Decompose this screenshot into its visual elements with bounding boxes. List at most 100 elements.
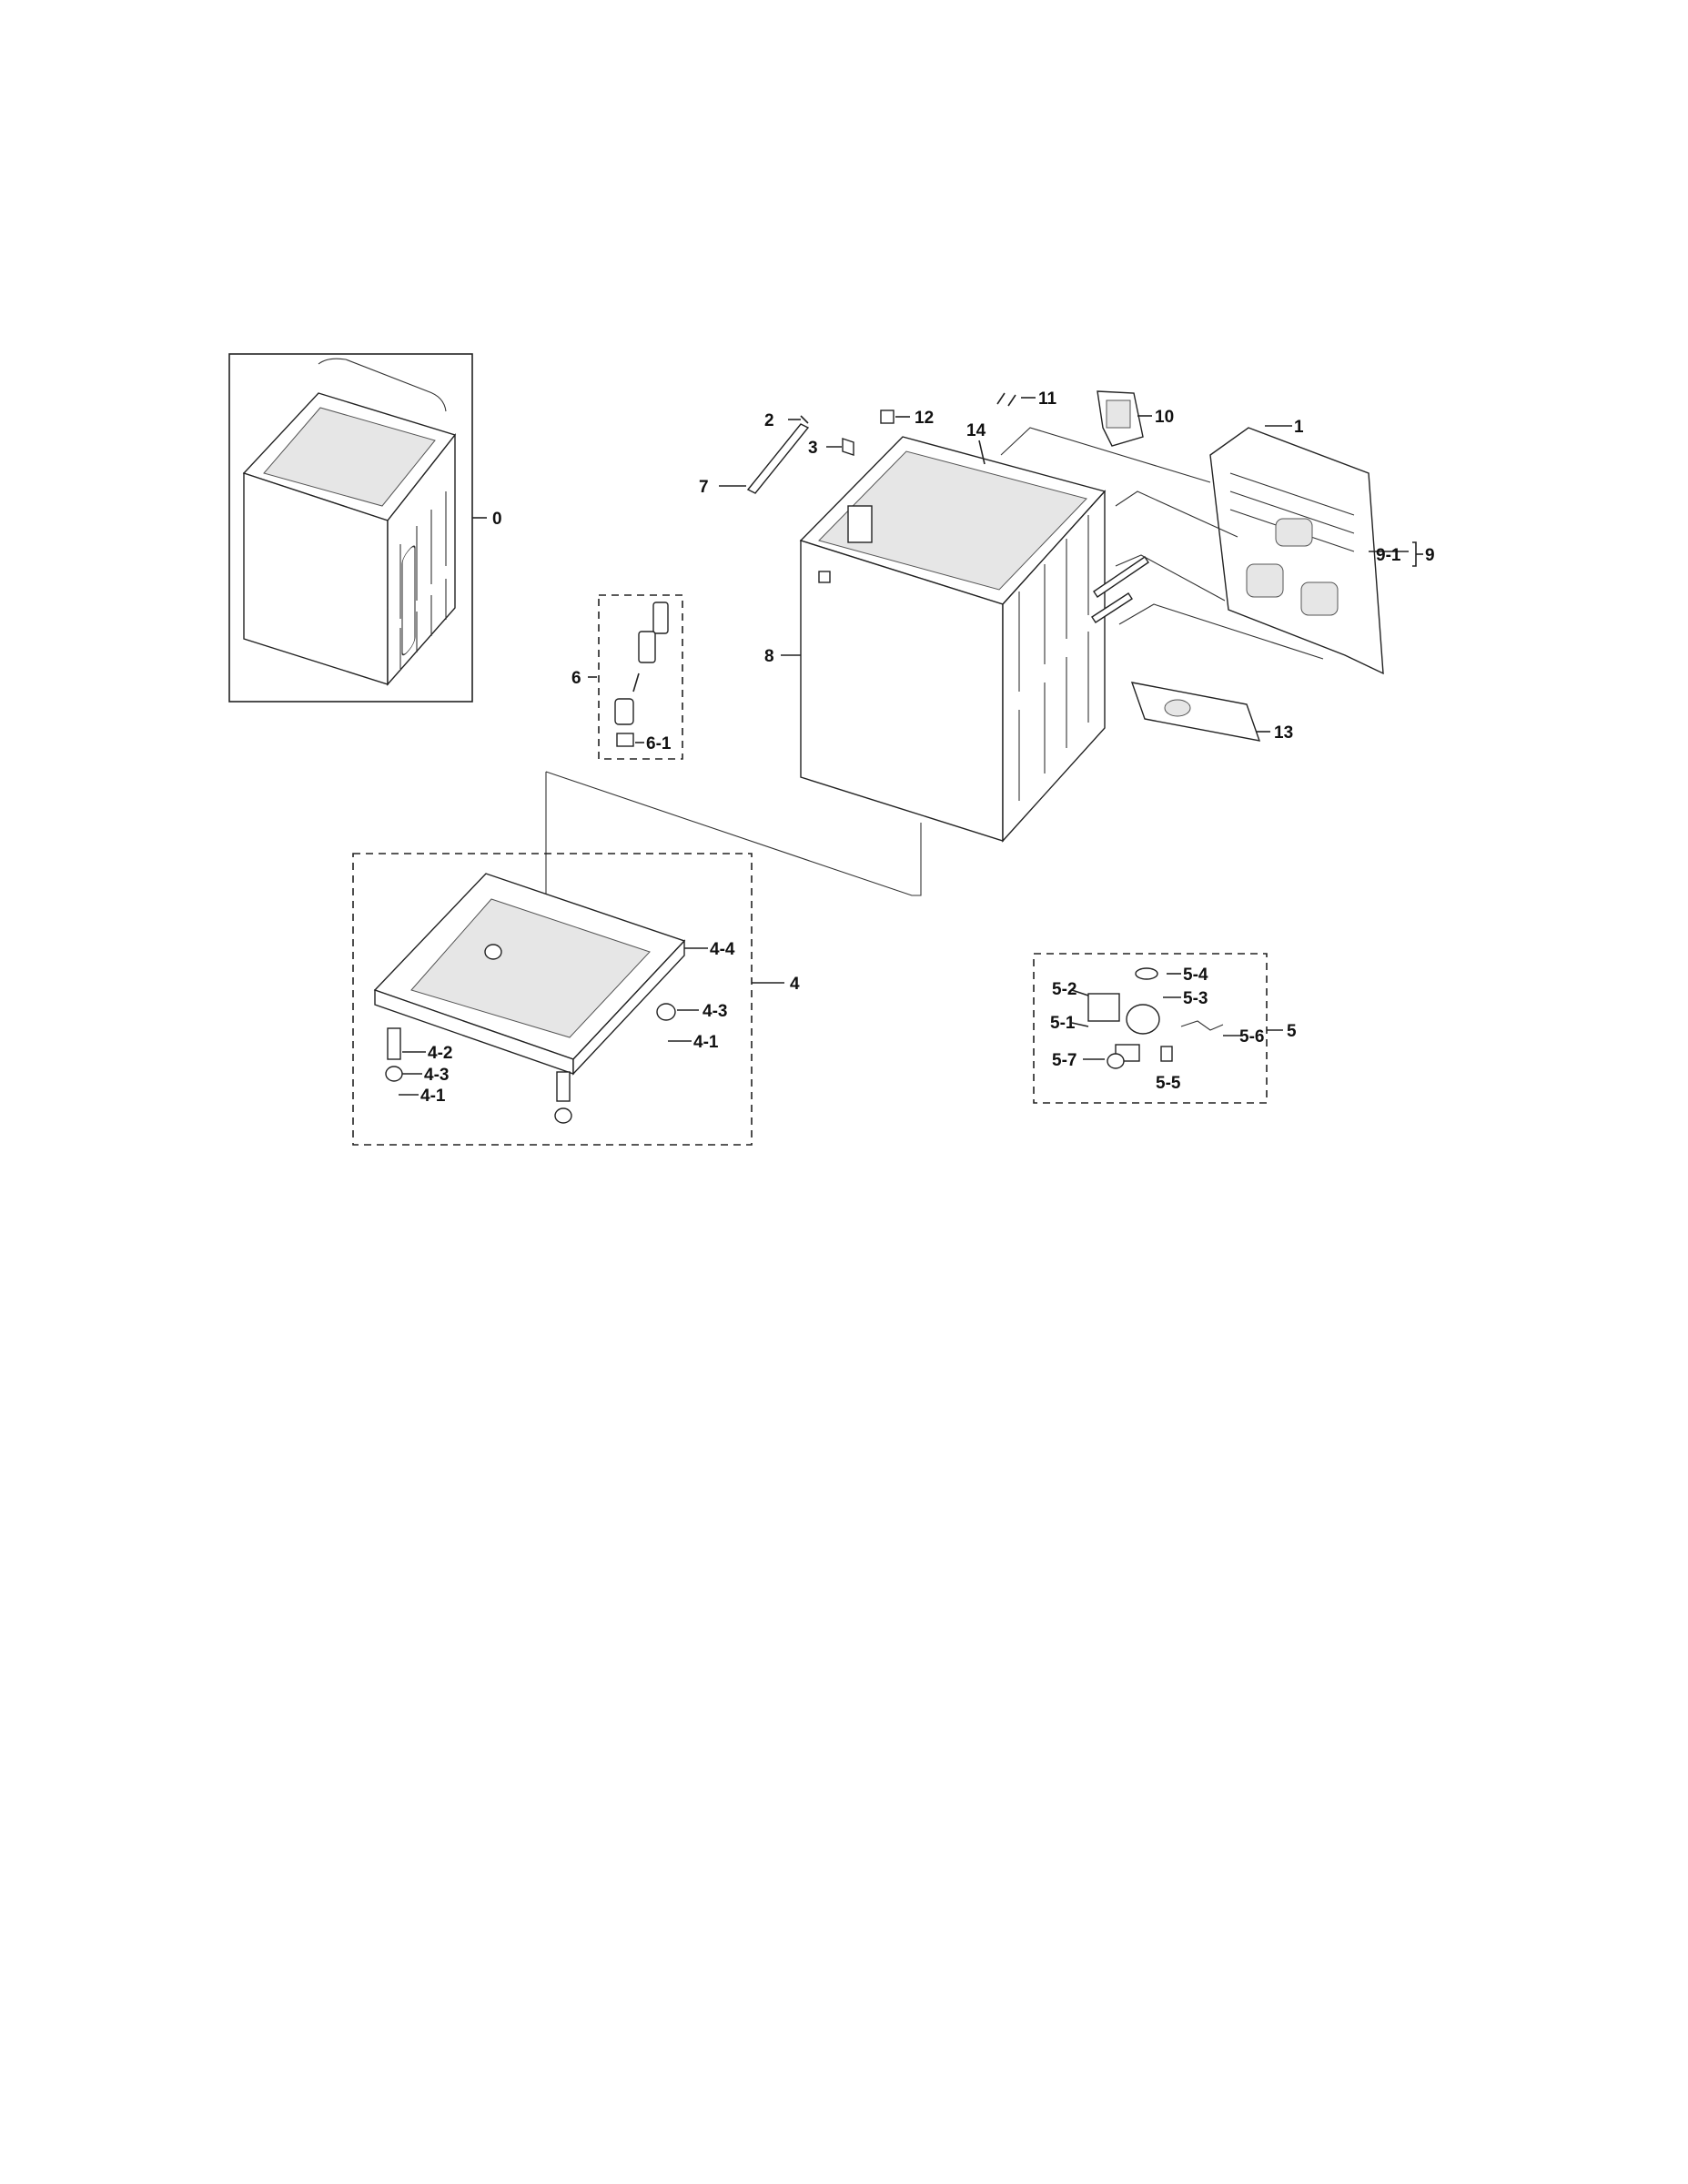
part-10-bracket: 10 <box>1097 390 1174 447</box>
label-7: 7 <box>699 478 709 497</box>
rear-panel-window-a <box>1246 563 1284 598</box>
part-2-screw: 2 <box>764 411 809 430</box>
foot-front-pad <box>554 1107 572 1124</box>
leader-5-1 <box>1071 1022 1089 1027</box>
cover-13-hole <box>1164 699 1191 717</box>
hose-assembly-frame <box>598 594 683 760</box>
bracket-10-window <box>1106 399 1131 429</box>
label-5-6: 5-6 <box>1239 1027 1264 1046</box>
pump-body-5-3 <box>1126 1004 1160 1035</box>
hose-fitting-upper <box>652 602 669 634</box>
connection-lines-rear <box>1000 427 1324 660</box>
label-5-4: 5-4 <box>1183 966 1208 985</box>
assembled-cabinet-view: 0 <box>228 353 502 703</box>
label-5-2: 5-2 <box>1052 980 1076 999</box>
lid-outline <box>318 358 447 412</box>
pump-motor-5-2 <box>1087 993 1120 1022</box>
label-4-1-left: 4-1 <box>420 1087 446 1106</box>
label-1: 1 <box>1294 418 1304 437</box>
cabinet-side <box>387 432 456 686</box>
conn-line-d <box>1118 603 1324 660</box>
base-frame-side-edge <box>572 939 685 1076</box>
conn-line-a <box>1000 427 1211 483</box>
part-9-rear-panel: 1 9-1 9 <box>1209 418 1435 675</box>
base-frame-inner <box>410 898 651 1038</box>
pump-cap-5-4 <box>1135 967 1158 980</box>
label-4-3-left: 4-3 <box>424 1066 449 1085</box>
side-bracket-b <box>1091 592 1133 623</box>
rear-panel-window-b <box>1300 581 1339 616</box>
foot-front-screw <box>556 1071 571 1102</box>
strip-7 <box>746 423 810 494</box>
part-3-clip: 3 <box>808 438 854 458</box>
label-8: 8 <box>764 647 774 666</box>
label-9-1: 9-1 <box>1376 546 1401 565</box>
hose-spring <box>632 672 640 693</box>
label-5-5: 5-5 <box>1156 1074 1181 1093</box>
bracket-9 <box>1412 541 1417 567</box>
hose-fitting-middle <box>638 631 656 663</box>
cabinet-8-ribs-lower <box>1018 632 1089 801</box>
label-4-1-right: 4-1 <box>693 1033 719 1052</box>
part-4-base-frame: 4-4 4 4-3 4-1 4-2 4-3 4-1 <box>352 853 800 1146</box>
hose-fitting-lower <box>614 698 634 725</box>
label-5-1: 5-1 <box>1050 1014 1076 1033</box>
side-bracket-a <box>1093 556 1149 598</box>
foot-left-pad <box>385 1066 403 1082</box>
label-12: 12 <box>915 409 934 428</box>
label-14: 14 <box>966 421 986 440</box>
part-12-clip: 12 <box>880 409 934 428</box>
part-6-hose-assembly: 6 6-1 <box>571 594 683 760</box>
label-4-2: 4-2 <box>428 1044 452 1063</box>
label-11: 11 <box>1038 389 1057 409</box>
label-9: 9 <box>1425 546 1435 565</box>
pump-assembly-frame <box>1033 953 1268 1104</box>
clip-12 <box>880 410 895 424</box>
part-5-pump-assembly: 5-4 5-3 5-2 5-1 5-6 5-7 5-5 5 <box>1033 953 1297 1104</box>
conn-line-base <box>545 771 922 896</box>
conn-line-b <box>1115 490 1238 538</box>
part-13-cover: 13 <box>1130 682 1293 743</box>
conn-line-c <box>1115 554 1226 602</box>
label-5: 5 <box>1287 1022 1297 1041</box>
foot-pad-back <box>484 944 502 960</box>
rear-panel-window-c <box>1275 518 1313 547</box>
leader-5-2 <box>1071 989 1089 996</box>
label-6: 6 <box>571 669 581 688</box>
cabinet-8-ribs-upper <box>1018 515 1089 692</box>
label-5-3: 5-3 <box>1183 989 1208 1008</box>
label-0: 0 <box>492 510 502 529</box>
assembled-view-frame <box>228 353 473 703</box>
pump-clip-5-5 <box>1160 1046 1173 1062</box>
cabinet-8-opening <box>818 450 1087 591</box>
hose-clip-6-1 <box>616 733 634 747</box>
cover-13 <box>1130 682 1261 742</box>
foot-left-screw <box>387 1027 401 1060</box>
screw-2 <box>800 415 809 424</box>
label-4-4: 4-4 <box>710 940 735 959</box>
cabinet-opening <box>263 407 436 507</box>
side-ribs <box>399 491 447 619</box>
label-5-7: 5-7 <box>1052 1051 1076 1070</box>
label-2: 2 <box>764 411 774 430</box>
rear-panel-9 <box>1209 427 1384 675</box>
cabinet-8-clip <box>818 571 831 583</box>
foot-pad-right <box>656 1003 676 1021</box>
pump-wire-5-6 <box>1180 1020 1224 1031</box>
label-4: 4 <box>790 975 800 994</box>
leader-14 <box>978 440 986 465</box>
label-10: 10 <box>1155 408 1174 427</box>
cabinet-8-side <box>1002 490 1106 843</box>
side-panel-rib <box>401 545 416 656</box>
part-7-strip: 7 <box>699 423 810 497</box>
label-13: 13 <box>1274 723 1293 743</box>
label-4-3-right: 4-3 <box>702 1002 727 1021</box>
clip-3 <box>842 438 854 456</box>
label-3: 3 <box>808 439 818 458</box>
label-6-1: 6-1 <box>646 734 672 753</box>
screw-11b <box>1007 394 1016 407</box>
part-11-screws: 11 <box>996 389 1057 409</box>
cabinet-8-inner-part <box>847 505 873 543</box>
side-ribs-lower <box>399 579 447 669</box>
